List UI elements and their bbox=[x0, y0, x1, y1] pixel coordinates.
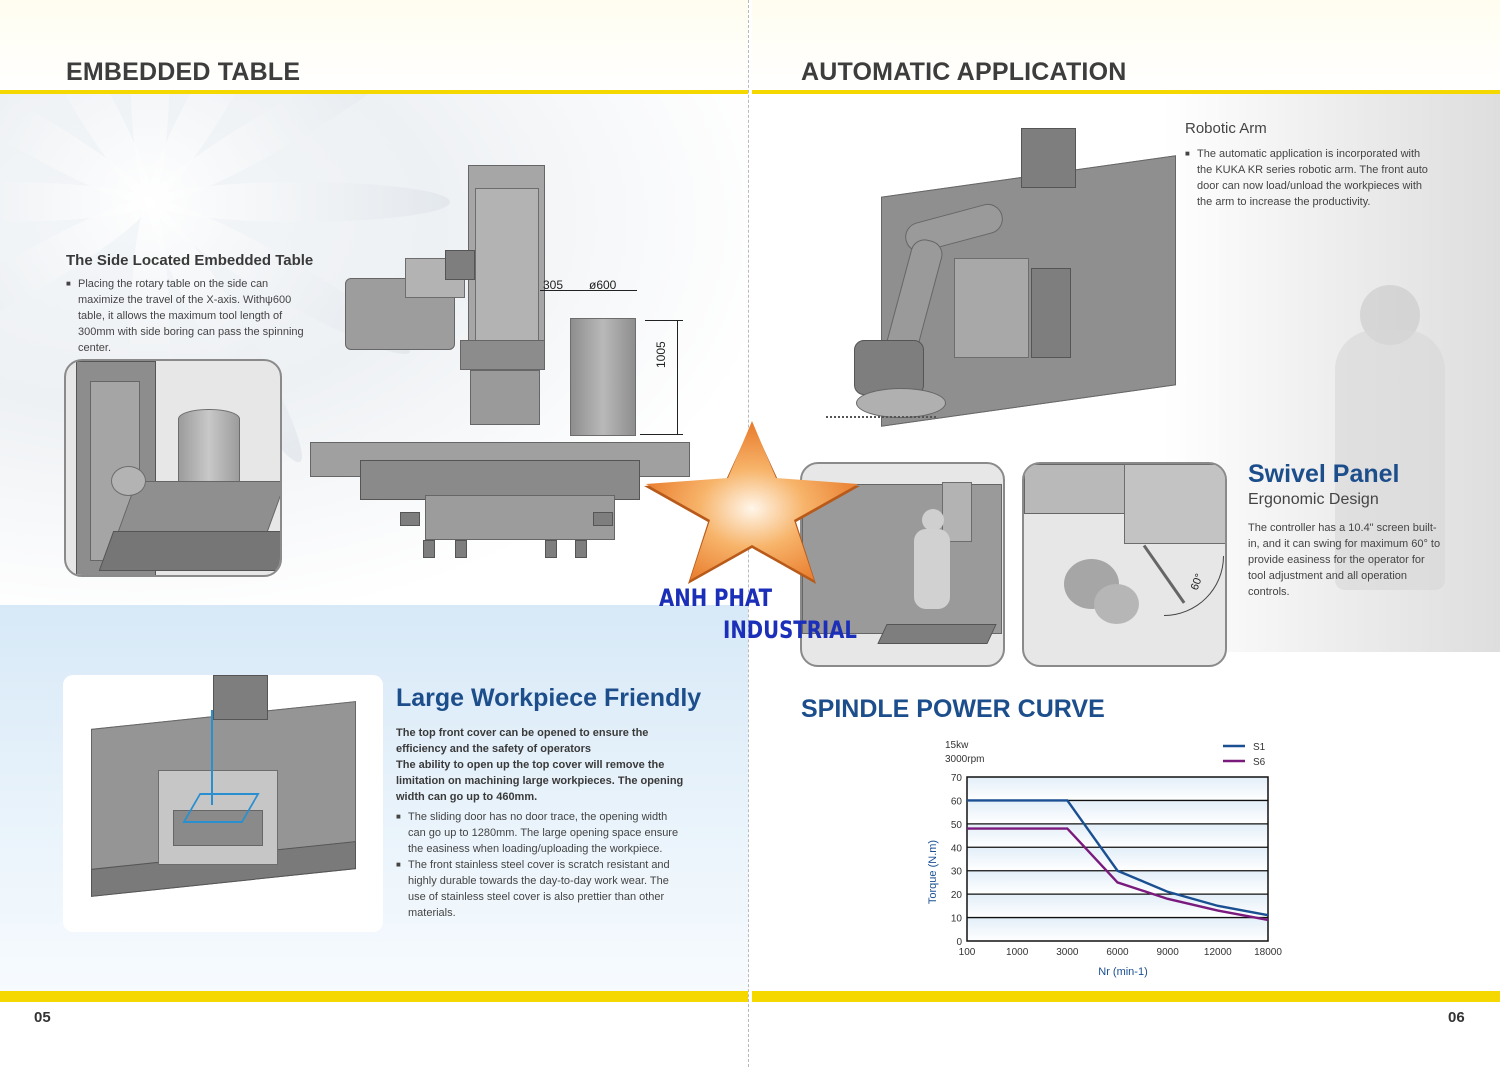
chart-series-s1-line bbox=[967, 799, 1269, 917]
chart-legend-label-s1: S1 bbox=[1253, 742, 1266, 753]
chart-y-tick-label: 20 bbox=[951, 890, 963, 901]
chart-band bbox=[967, 917, 1268, 941]
chart-x-tick-label: 18000 bbox=[1254, 947, 1282, 958]
right-header-rule bbox=[752, 90, 1500, 94]
right-section-title: AUTOMATIC APPLICATION bbox=[801, 58, 1127, 86]
chart-y-tick-label: 40 bbox=[951, 843, 963, 854]
chart-x-tick-label: 6000 bbox=[1106, 947, 1129, 958]
chart-series-s6-line bbox=[967, 827, 1269, 922]
machine-front-drawing bbox=[305, 160, 700, 565]
robotic-arm-text: The automatic application is incorporate… bbox=[1185, 146, 1430, 210]
side-table-title: The Side Located Embedded Table bbox=[66, 252, 314, 269]
side-table-image bbox=[64, 359, 282, 577]
right-page-header-bg bbox=[752, 0, 1500, 90]
side-table-text: Placing the rotary table on the side can… bbox=[66, 276, 306, 356]
chart-y-tick-label: 60 bbox=[951, 796, 963, 807]
spindle-power-chart: 0 10 20 30 40 50 60 70 100 1000 3000 6000 9000 12000 1… bbox=[927, 740, 1282, 978]
chart-x-tick-label: 12000 bbox=[1204, 947, 1232, 958]
chart-y-tick-label: 50 bbox=[951, 820, 963, 831]
large-workpiece-bold-2: The ability to open up the top cover wil… bbox=[396, 759, 684, 803]
large-workpiece-bold-1: The top front cover can be opened to ens… bbox=[396, 727, 649, 755]
large-workpiece-title: Large Workpiece Friendly bbox=[396, 684, 702, 712]
chart-x-tick-label: 1000 bbox=[1006, 947, 1029, 958]
chart-annotation-power: 15kw bbox=[945, 740, 969, 751]
chart-legend-label-s6: S6 bbox=[1253, 757, 1266, 768]
watermark-line-1: ANH PHAT bbox=[659, 584, 773, 612]
left-footer-rule bbox=[0, 991, 748, 1002]
chart-ylabel: Torque (N.m) bbox=[927, 840, 939, 904]
robotic-arm-title: Robotic Arm bbox=[1185, 120, 1267, 137]
robotic-arm-block: Robotic Arm The automatic application is… bbox=[1185, 120, 1440, 210]
spindle-title: SPINDLE POWER CURVE bbox=[801, 695, 1105, 723]
left-page-header-bg bbox=[0, 0, 748, 90]
dimension-600: ø600 bbox=[589, 278, 617, 292]
chart-band bbox=[967, 847, 1268, 871]
chart-x-tick-label: 100 bbox=[959, 947, 976, 958]
chart-plot-border bbox=[966, 776, 1269, 942]
chart-y-tick-label: 0 bbox=[956, 937, 962, 948]
large-workpiece-image bbox=[63, 675, 383, 932]
left-header-rule bbox=[0, 90, 748, 94]
chart-band bbox=[967, 777, 1268, 801]
chart-xlabel: Nr (min-1) bbox=[1098, 966, 1148, 978]
chart-y-tick-label: 70 bbox=[951, 773, 963, 784]
swivel-panel-block: Swivel Panel Ergonomic Design The contro… bbox=[1248, 460, 1448, 600]
star-logo bbox=[644, 421, 860, 584]
watermark-line-2: INDUSTRIAL bbox=[723, 616, 857, 644]
right-page-number: 06 bbox=[1448, 1009, 1465, 1026]
operator-background-body bbox=[1335, 330, 1445, 590]
chart-band bbox=[967, 800, 1268, 824]
dimension-305: 305 bbox=[543, 278, 564, 292]
left-section-title: EMBEDDED TABLE bbox=[66, 58, 301, 86]
chart-annotation-speed: 3000rpm bbox=[945, 754, 984, 765]
swivel-panel-title: Swivel Panel bbox=[1248, 460, 1400, 488]
dimension-1005: 1005 bbox=[654, 341, 668, 368]
swivel-panel-text: The controller has a 10.4" screen built-… bbox=[1248, 522, 1441, 598]
large-workpiece-bullet-2: The front stainless steel cover is scrat… bbox=[396, 857, 686, 921]
right-footer-rule bbox=[752, 991, 1500, 1002]
large-workpiece-bullet-1: The sliding door has no door trace, the … bbox=[396, 809, 686, 857]
chart-y-tick-label: 30 bbox=[951, 867, 963, 878]
robotic-arm-machine-image bbox=[826, 118, 1186, 438]
swivel-panel-image-2: 60° bbox=[1022, 462, 1227, 667]
swivel-panel-subtitle: Ergonomic Design bbox=[1248, 491, 1379, 508]
side-table-block: The Side Located Embedded Table Placing … bbox=[66, 252, 316, 356]
large-workpiece-text: The top front cover can be opened to ens… bbox=[396, 725, 696, 921]
chart-x-tick-label: 9000 bbox=[1157, 947, 1180, 958]
left-page-number: 05 bbox=[34, 1009, 51, 1026]
chart-x-tick-label: 3000 bbox=[1056, 947, 1079, 958]
chart-y-tick-label: 10 bbox=[951, 914, 963, 925]
